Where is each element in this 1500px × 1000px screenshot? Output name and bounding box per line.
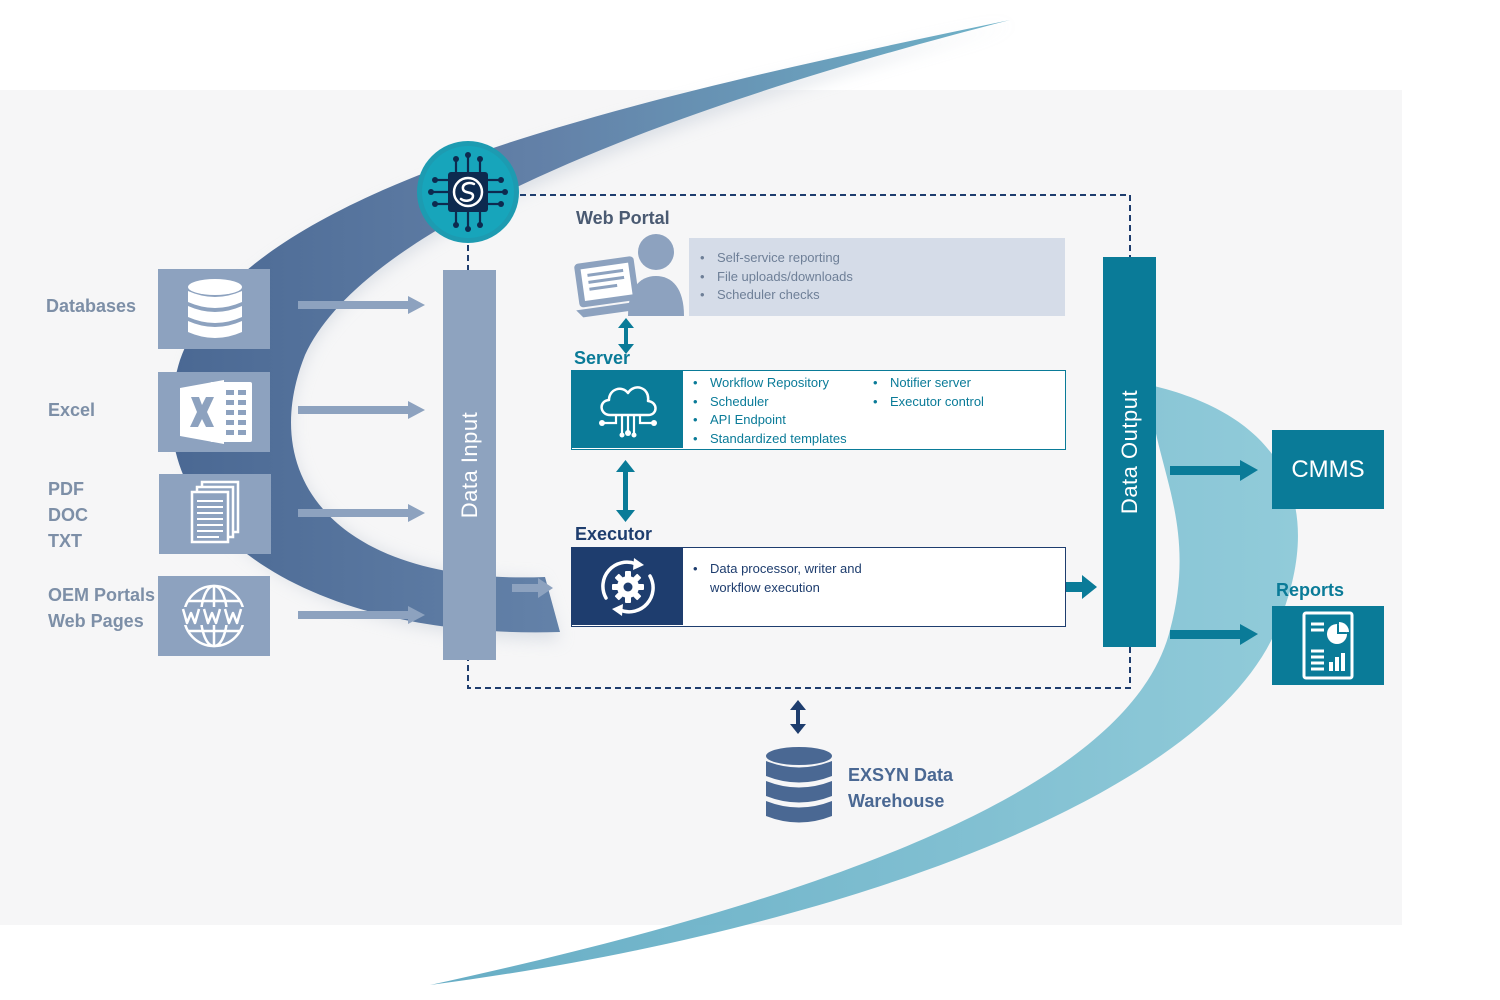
web-portal-user-icon [574,234,684,318]
reports-box [1272,606,1384,685]
source-label-web: OEM Portals Web Pages [48,582,155,634]
warehouse-database-icon [766,747,832,823]
server-list-right: Notifier server Executor control [870,374,984,411]
source-label-pdf: PDF [48,479,84,499]
server-item: Scheduler [690,393,847,412]
globe-www-icon [180,584,248,648]
executor-title: Executor [575,524,653,544]
warehouse-arrow [790,700,806,734]
documents-tile [159,474,271,554]
input-to-executor-arrow [512,578,553,598]
cmms-label: CMMS [1291,455,1365,483]
server-item: API Endpoint [690,411,847,430]
web-portal-item: File uploads/downloads [697,268,853,287]
cloud-network-icon [599,386,657,438]
source-label-documents: PDF DOC TXT [48,476,88,554]
server-icon-panel [572,371,683,448]
cmms-box: CMMS [1272,430,1384,509]
warehouse-label-line2: Warehouse [848,791,945,811]
executor-list: Data processor, writer and workflow exec… [690,560,880,597]
source-label-txt: TXT [48,531,82,551]
server-box: Workflow Repository Scheduler API Endpoi… [571,370,1066,450]
server-item: Notifier server [870,374,984,393]
executor-to-output-arrow [1058,575,1097,599]
server-executor-arrow [616,460,635,522]
web-tile [158,576,270,656]
web-portal-title: Web Portal [576,208,670,228]
report-document-icon [1302,611,1354,680]
executor-item: Data processor, writer and workflow exec… [690,560,880,597]
server-title: Server [574,348,631,368]
data-output-bar: Data Output [1103,257,1156,647]
source-label-excel: Excel [48,400,96,420]
server-item: Workflow Repository [690,374,847,393]
chip-logo-icon [417,141,519,243]
excel-tile [158,372,270,452]
database-tile [158,269,270,349]
warehouse-label: EXSYN Data Warehouse [848,762,953,814]
server-item: Executor control [870,393,984,412]
source-arrows [298,296,425,624]
source-label-oem-portals: OEM Portals [48,585,156,605]
server-list-left: Workflow Repository Scheduler API Endpoi… [690,374,847,449]
source-label-databases: Databases [46,296,137,316]
documents-icon [190,480,240,544]
gear-cycle-icon [601,558,655,616]
source-label-doc: DOC [48,505,88,525]
swoosh-lower [430,385,1298,985]
data-input-bar: Data Input [443,270,496,660]
excel-icon [180,380,252,444]
executor-box: Data processor, writer and workflow exec… [571,547,1066,627]
web-portal-box: Self-service reporting File uploads/down… [689,238,1065,316]
swoosh-upper [171,20,1011,633]
web-portal-item: Self-service reporting [697,249,853,268]
portal-server-arrow [618,318,634,354]
data-input-label: Data Input [456,411,482,519]
reports-title: Reports [1276,580,1345,600]
database-icon [188,279,242,338]
source-label-web-pages: Web Pages [48,611,144,631]
server-item: Standardized templates [690,430,847,449]
data-output-label: Data Output [1116,389,1142,515]
warehouse-label-line1: EXSYN Data [848,765,954,785]
output-arrows [1170,460,1258,645]
web-portal-list: Self-service reporting File uploads/down… [697,249,853,305]
dashed-boundary [467,194,1131,689]
executor-icon-panel [572,548,683,625]
web-portal-item: Scheduler checks [697,286,853,305]
